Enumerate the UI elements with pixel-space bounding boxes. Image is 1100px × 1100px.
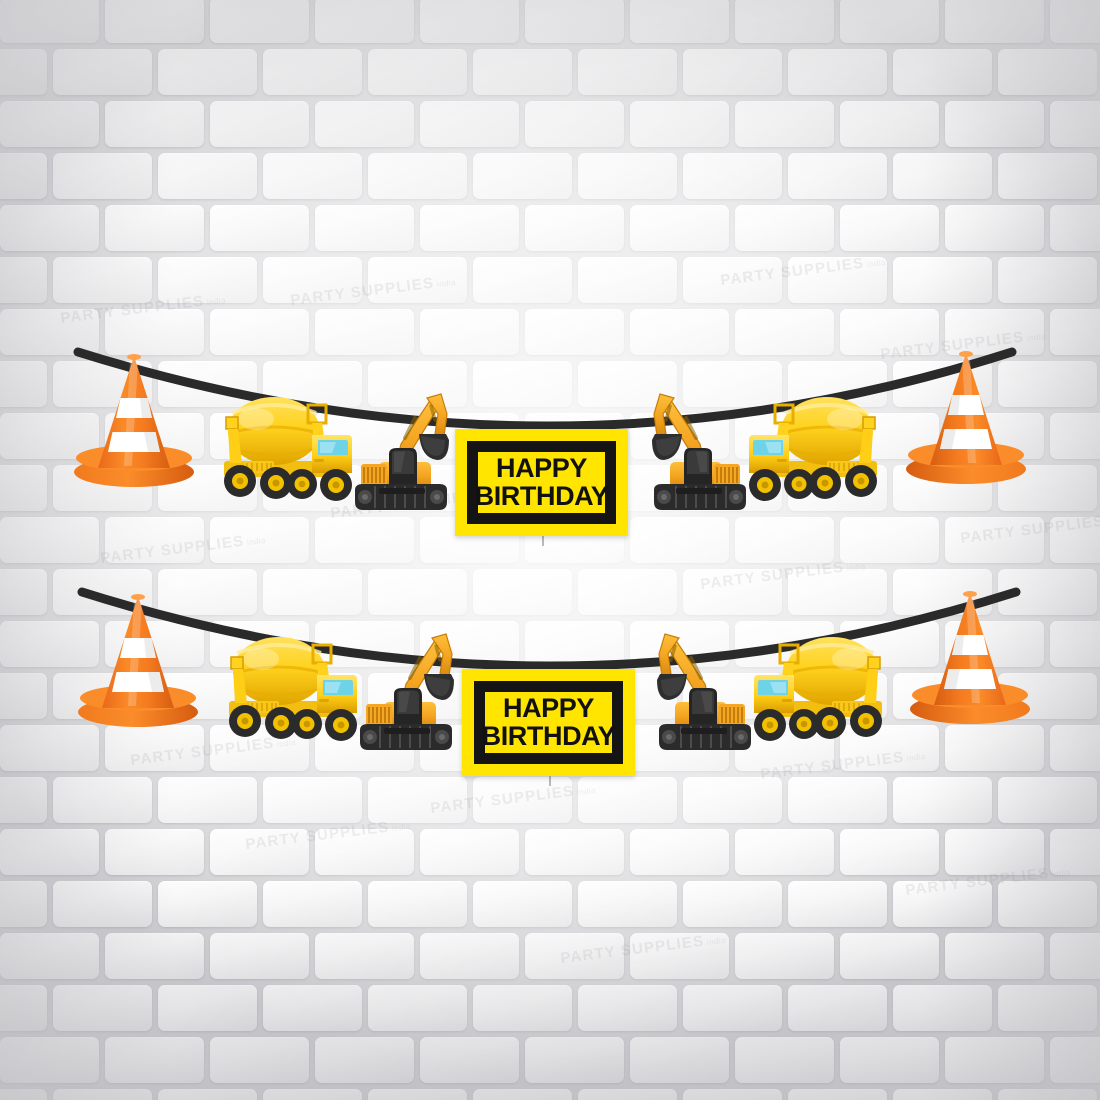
sign-text-line2: BIRTHDAY: [474, 480, 609, 511]
cement-mixer-truck-left: [213, 623, 361, 748]
traffic-cone-left: [76, 592, 200, 729]
sign-hanger: [548, 772, 551, 786]
traffic-cone-right: [904, 349, 1028, 486]
cement-mixer-truck-right: [745, 383, 893, 508]
excavator-left: [350, 624, 466, 756]
cement-mixer-truck-left: [208, 383, 356, 508]
cement-mixer-truck-right: [750, 623, 898, 748]
sign-text-line1: HAPPY: [495, 452, 588, 483]
traffic-cone-right: [908, 589, 1032, 726]
excavator-right: [640, 384, 756, 516]
excavator-left: [345, 384, 461, 516]
sign-hanger: [541, 532, 544, 546]
traffic-cone-left: [72, 352, 196, 489]
sign-text-line1: HAPPY: [502, 692, 595, 723]
sign-text-line2: BIRTHDAY: [481, 720, 616, 751]
excavator-right: [645, 624, 761, 756]
